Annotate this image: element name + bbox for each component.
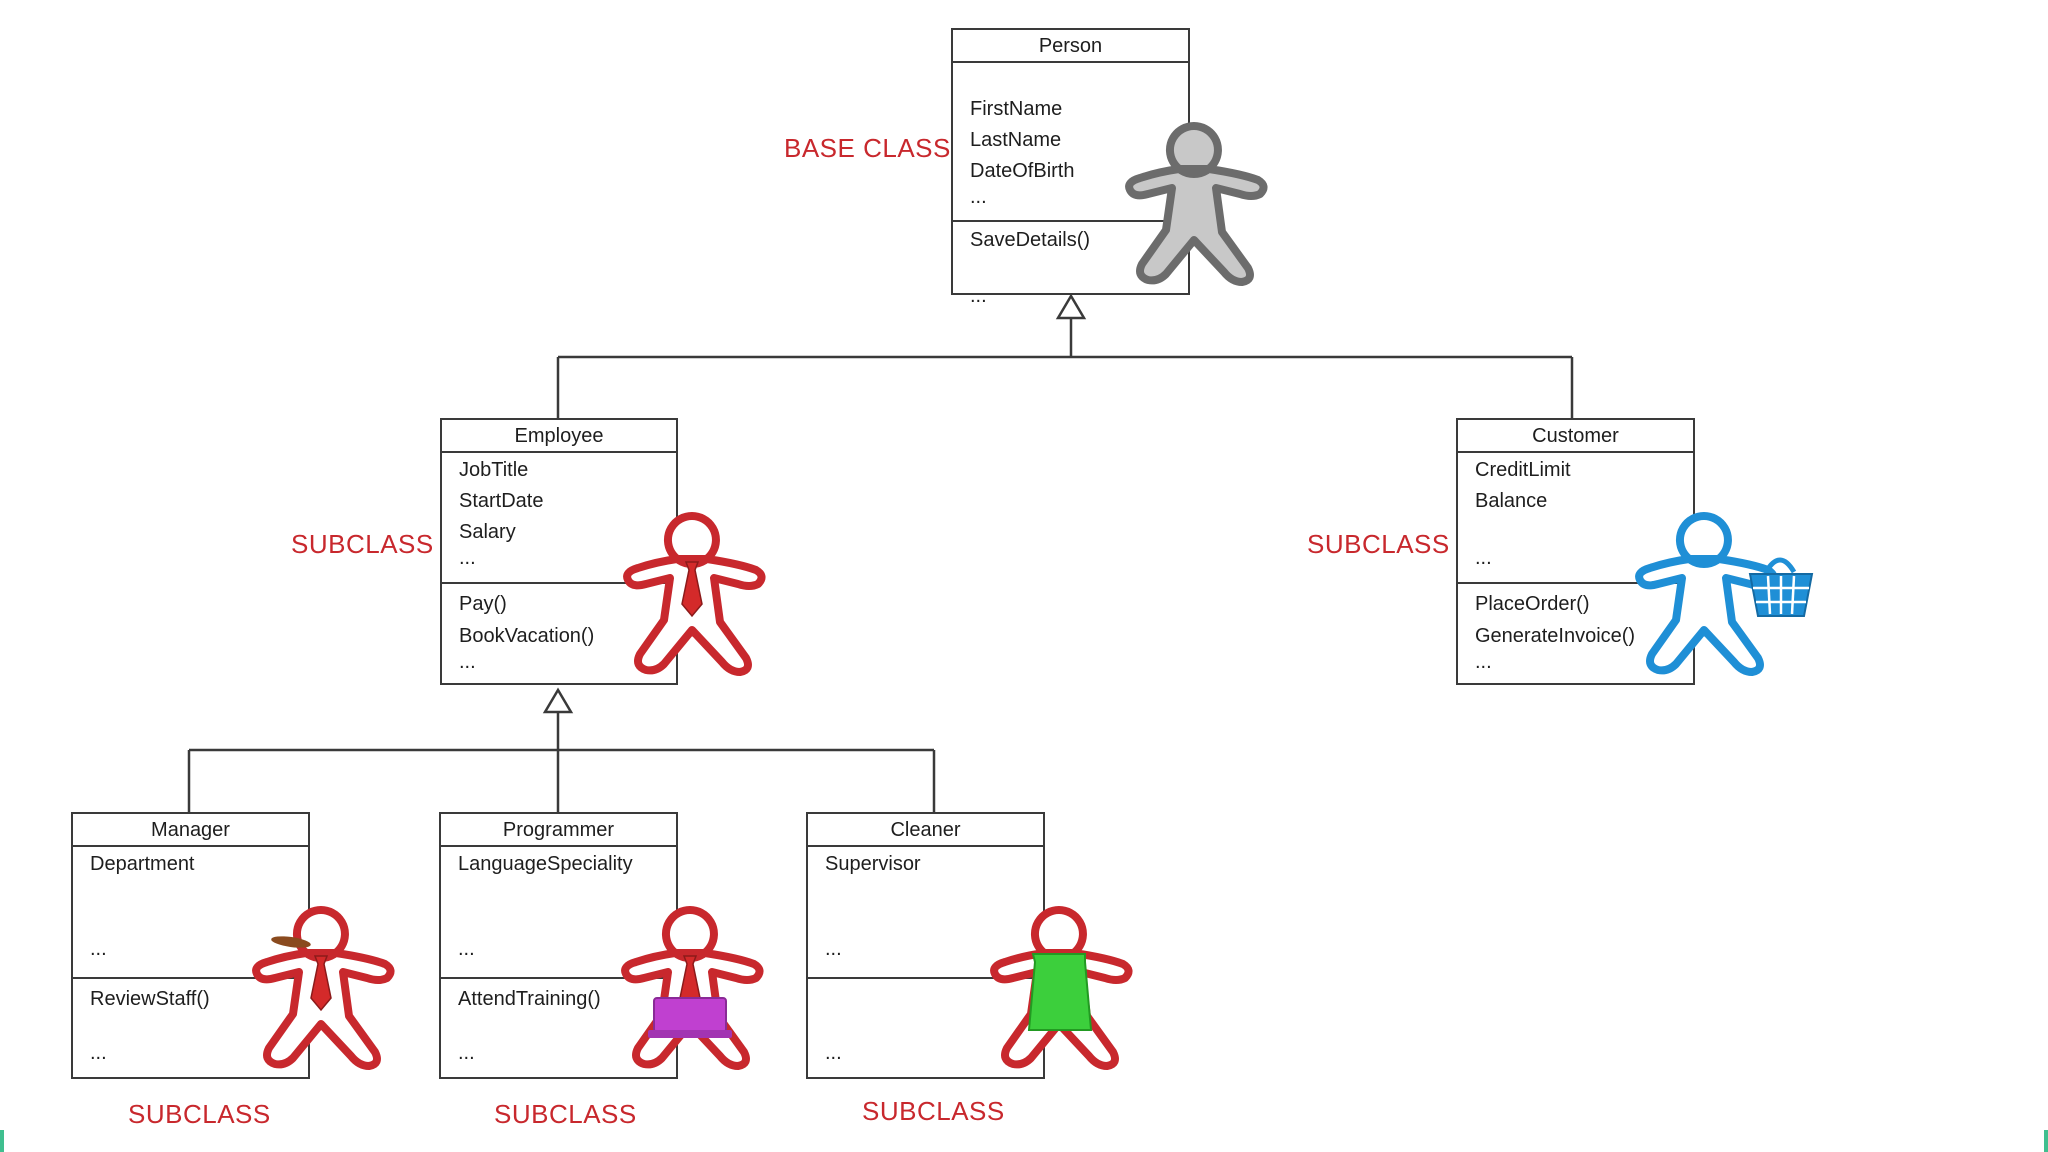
attribute: StartDate — [459, 490, 544, 512]
class-box-customer[interactable]: Customer CreditLimit Balance ... PlaceOr… — [1456, 418, 1695, 685]
base-class-label: BASE CLASS — [784, 133, 951, 163]
person-figure-icon — [1125, 122, 1268, 286]
method-ellipsis: ... — [90, 1042, 107, 1064]
basket-icon — [1748, 557, 1814, 617]
class-box-programmer[interactable]: Programmer LanguageSpeciality ... Attend… — [439, 812, 678, 1079]
attribute-ellipsis: ... — [825, 938, 842, 960]
laptop-icon — [648, 997, 732, 1038]
method: GenerateInvoice() — [1475, 625, 1636, 647]
method: SaveDetails() — [970, 229, 1091, 251]
methods-cleaner: ... — [808, 977, 1043, 1077]
methods-person: SaveDetails() ... — [953, 220, 1188, 307]
attribute: Supervisor — [825, 853, 921, 875]
customer-basket-figure-icon — [1635, 512, 1814, 676]
frame-edge-left — [0, 1130, 4, 1152]
person-inherit-arrow — [1055, 293, 1087, 320]
class-name-employee: Employee — [442, 420, 676, 453]
method-ellipsis: ... — [1475, 651, 1492, 673]
methods-customer: PlaceOrder() GenerateInvoice() ... — [1458, 582, 1693, 683]
attributes-cleaner: Supervisor ... — [808, 847, 1043, 977]
attribute-ellipsis: ... — [458, 938, 475, 960]
customer-subclass-label: SUBCLASS — [1307, 529, 1450, 559]
cigar-icon — [271, 936, 311, 948]
employee-tie-figure-icon — [623, 512, 766, 676]
method: BookVacation() — [459, 625, 595, 647]
attribute-ellipsis: ... — [459, 547, 476, 569]
attribute: FirstName — [970, 98, 1063, 120]
attribute: Balance — [1475, 490, 1548, 512]
cleaner-subclass-label: SUBCLASS — [862, 1096, 1005, 1126]
methods-manager: ReviewStaff() ... — [73, 977, 308, 1077]
class-name-person: Person — [953, 30, 1188, 63]
attributes-programmer: LanguageSpeciality ... — [441, 847, 676, 977]
method-ellipsis: ... — [825, 1042, 842, 1064]
class-name-programmer: Programmer — [441, 814, 676, 847]
tie-icon — [310, 955, 332, 1012]
class-box-employee[interactable]: Employee JobTitle StartDate Salary ... P… — [440, 418, 678, 685]
attributes-manager: Department ... — [73, 847, 308, 977]
class-box-person[interactable]: Person FirstName LastName DateOfBirth ..… — [951, 28, 1190, 307]
class-name-customer: Customer — [1458, 420, 1693, 453]
method: PlaceOrder() — [1475, 593, 1590, 615]
attribute: Department — [90, 853, 195, 875]
attribute: LastName — [970, 129, 1062, 151]
class-name-manager: Manager — [73, 814, 308, 847]
programmer-subclass-label: SUBCLASS — [494, 1099, 637, 1129]
cleaner-apron-figure-icon — [990, 906, 1133, 1070]
programmer-laptop-figure-icon — [621, 906, 764, 1070]
attribute: JobTitle — [459, 459, 529, 481]
attributes-person: FirstName LastName DateOfBirth ... — [953, 63, 1188, 220]
method-ellipsis: ... — [459, 651, 476, 673]
attribute-ellipsis: ... — [1475, 547, 1492, 569]
employee-inherit-arrow — [542, 687, 574, 714]
class-name-cleaner: Cleaner — [808, 814, 1043, 847]
methods-employee: Pay() BookVacation() ... — [442, 582, 676, 683]
attribute-ellipsis: ... — [970, 186, 987, 208]
tie-icon — [681, 561, 703, 618]
employee-subclass-label: SUBCLASS — [291, 529, 434, 559]
method-ellipsis: ... — [458, 1042, 475, 1064]
attributes-customer: CreditLimit Balance ... — [1458, 453, 1693, 582]
attribute-ellipsis: ... — [90, 938, 107, 960]
methods-programmer: AttendTraining() ... — [441, 977, 676, 1077]
method: Pay() — [459, 593, 507, 615]
attribute: DateOfBirth — [970, 160, 1075, 182]
attributes-employee: JobTitle StartDate Salary ... — [442, 453, 676, 582]
manager-subclass-label: SUBCLASS — [128, 1099, 271, 1129]
attribute: Salary — [459, 521, 516, 543]
apron-icon — [1027, 953, 1093, 1031]
manager-cigar-figure-icon — [252, 906, 395, 1070]
method-ellipsis: ... — [970, 285, 987, 307]
attribute: CreditLimit — [1475, 459, 1571, 481]
frame-edge-right — [2044, 1130, 2048, 1152]
method: ReviewStaff() — [90, 988, 210, 1010]
attribute: LanguageSpeciality — [458, 853, 633, 875]
method: AttendTraining() — [458, 988, 601, 1010]
